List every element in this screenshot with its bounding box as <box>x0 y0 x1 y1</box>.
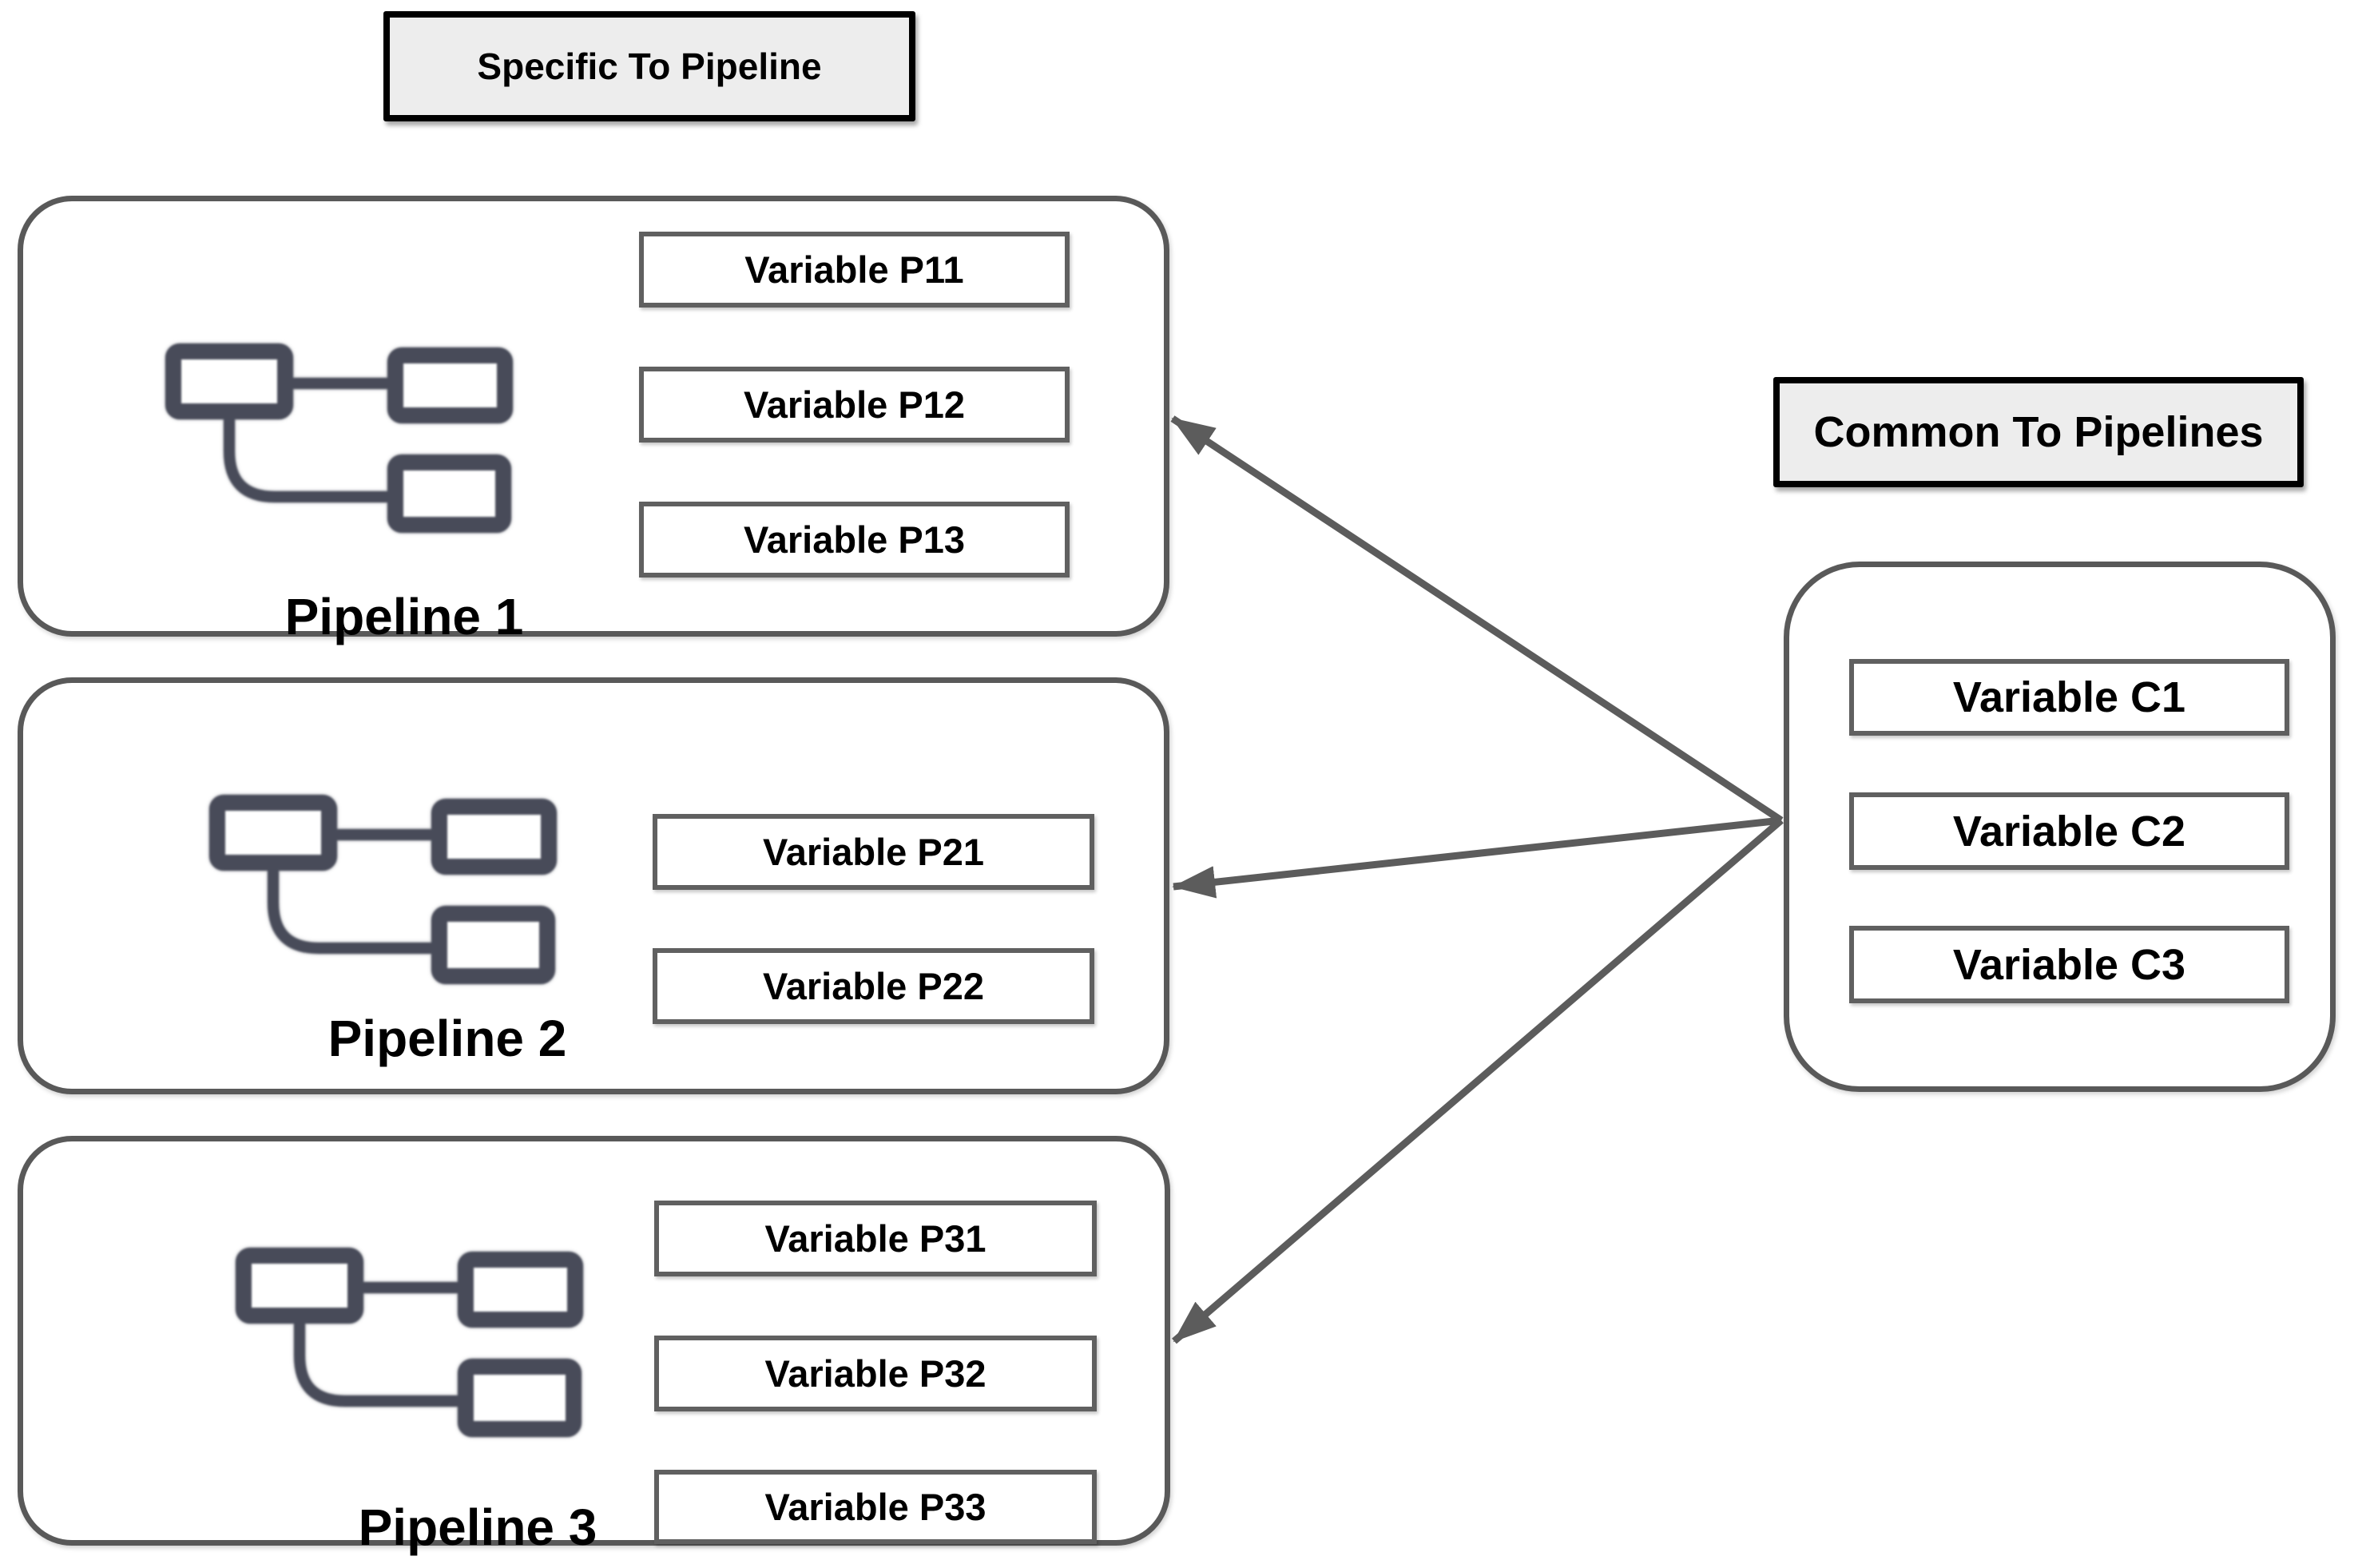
pipeline-3-container: Pipeline 3 Variable P31 Variable P32 Var… <box>18 1136 1170 1556</box>
pipeline-2-label: Pipeline 2 <box>328 1010 567 1067</box>
pipeline-1-container: Pipeline 1 Variable P11 Variable P12 Var… <box>18 196 1169 645</box>
variable-box-p12: Variable P12 <box>639 367 1070 443</box>
specific-title-box: Specific To Pipeline <box>383 11 915 121</box>
pipeline-flowchart-icon <box>209 795 557 984</box>
specific-title-label: Specific To Pipeline <box>477 46 822 87</box>
variable-box-p11: Variable P11 <box>639 232 1070 308</box>
pipeline-flowchart-icon <box>236 1248 583 1437</box>
variable-box-p21: Variable P21 <box>653 814 1094 890</box>
variable-box-p13: Variable P13 <box>639 502 1070 578</box>
variable-box-p32: Variable P32 <box>654 1336 1097 1411</box>
variable-box-p33: Variable P33 <box>654 1470 1097 1544</box>
arrow-common-to-pipeline-1 <box>1170 415 1784 824</box>
arrow-common-to-pipeline-3 <box>1172 817 1784 1344</box>
variable-box-c2: Variable C2 <box>1849 792 2289 870</box>
variable-box-p22: Variable P22 <box>653 948 1094 1024</box>
variable-box-c1: Variable C1 <box>1849 659 2289 736</box>
common-title-label: Common To Pipelines <box>1813 408 2264 456</box>
pipeline-2-container: Pipeline 2 Variable P21 Variable P22 <box>18 677 1169 1094</box>
pipeline-3-label: Pipeline 3 <box>358 1499 597 1556</box>
pipeline-flowchart-icon <box>165 343 513 533</box>
common-title-box: Common To Pipelines <box>1773 377 2304 487</box>
variable-box-c3: Variable C3 <box>1849 926 2289 1003</box>
arrow-common-to-pipeline-2 <box>1172 816 1782 899</box>
variable-box-p31: Variable P31 <box>654 1201 1097 1276</box>
common-variables-container: Variable C1 Variable C2 Variable C3 <box>1784 562 2336 1092</box>
pipeline-1-label: Pipeline 1 <box>284 588 524 645</box>
